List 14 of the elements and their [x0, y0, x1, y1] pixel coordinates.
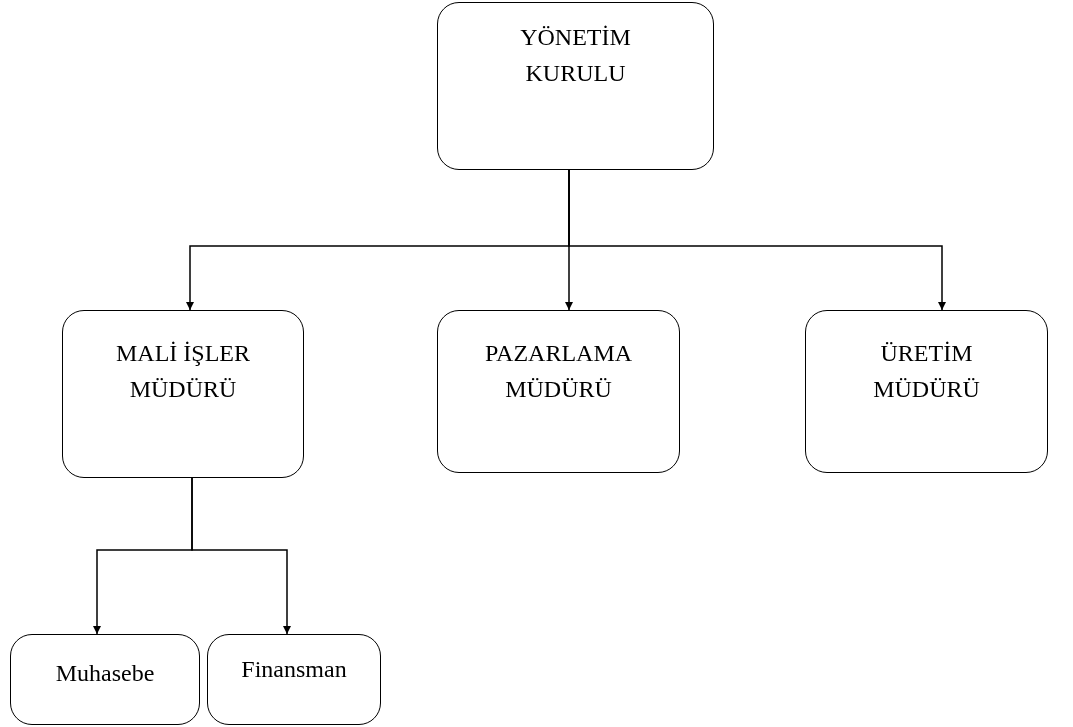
box-label: MALİ İŞLER MÜDÜRÜ — [115, 339, 251, 404]
connector-arrow — [568, 169, 946, 311]
box-label: Finansman — [241, 655, 347, 684]
rounded-box — [10, 634, 200, 725]
rounded-box — [207, 634, 381, 725]
box-label: YÖNETİM KURULU — [519, 23, 632, 88]
rounded-box — [437, 310, 680, 473]
box-label: ÜRETİM MÜDÜRÜ — [872, 339, 981, 404]
rounded-box — [805, 310, 1048, 473]
connector-arrow — [191, 477, 291, 635]
box-label: Muhasebe — [55, 659, 155, 688]
rounded-box — [62, 310, 304, 478]
rounded-box — [437, 2, 714, 170]
box-label: PAZARLAMA MÜDÜRÜ — [483, 339, 634, 404]
